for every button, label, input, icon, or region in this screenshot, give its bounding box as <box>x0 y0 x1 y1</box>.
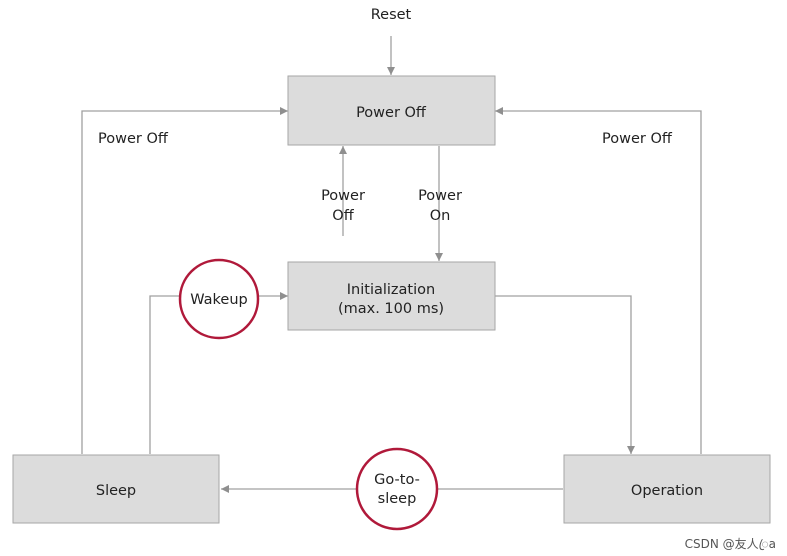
power-on-label-line1: Power <box>418 188 462 204</box>
power-on-label-line2: On <box>430 208 451 224</box>
sleep-state-label: Sleep <box>96 483 136 499</box>
go-to-sleep-event: Go-to- sleep <box>355 447 439 531</box>
operation-state: Operation <box>563 454 771 524</box>
initialization-state-label: Initialization <box>347 282 435 298</box>
power-off-left-label: Power Off <box>98 131 169 147</box>
wakeup-event: Wakeup <box>178 258 260 340</box>
initialization-to-operation-arrow <box>495 295 635 454</box>
initialization-state-sublabel: (max. 100 ms) <box>338 301 444 317</box>
initialization-state: Initialization (max. 100 ms) <box>287 261 496 331</box>
go-to-sleep-event-label-line2: sleep <box>378 491 417 507</box>
reset-label: Reset <box>371 7 412 23</box>
wakeup-event-label: Wakeup <box>190 292 248 308</box>
sleep-to-power-off-arrow <box>81 107 288 454</box>
sleep-state: Sleep <box>12 454 220 524</box>
power-off-right-label: Power Off <box>602 131 673 147</box>
operation-to-power-off-arrow <box>495 107 702 454</box>
power-off-mid-label-line1: Power <box>321 188 365 204</box>
operation-state-label: Operation <box>631 483 703 499</box>
power-off-state-label: Power Off <box>356 105 427 121</box>
power-off-state: Power Off <box>287 75 496 146</box>
power-off-mid-label-line2: Off <box>332 208 354 224</box>
csdn-watermark: CSDN @友人ꦿa <box>685 537 776 551</box>
go-to-sleep-event-label-line1: Go-to- <box>374 472 420 488</box>
